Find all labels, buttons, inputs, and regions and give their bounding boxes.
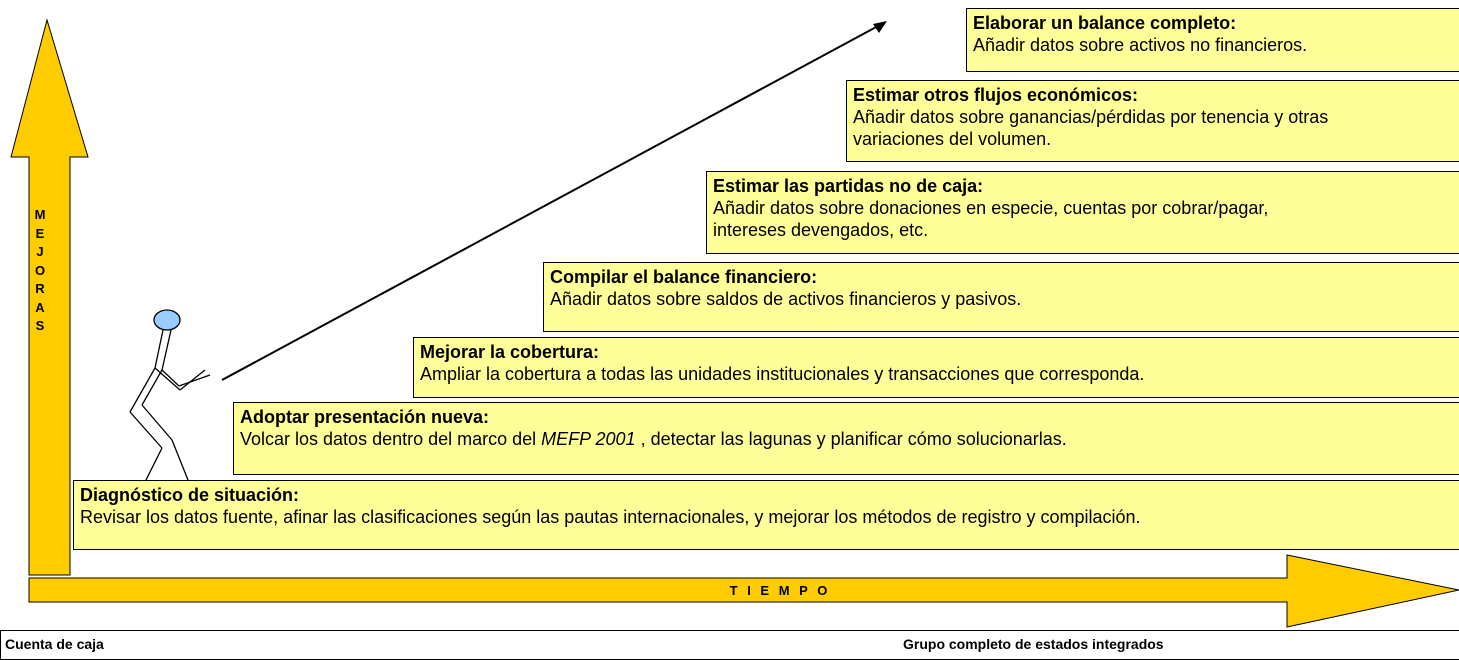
- vertical-axis-letter: R: [35, 281, 45, 296]
- step-body-text: , detectar las lagunas y planificar cómo…: [635, 429, 1067, 449]
- step-mejorar-cobertura: Mejorar la cobertura: Ampliar la cobertu…: [413, 337, 1459, 398]
- horizontal-axis-label: T I E M P O: [729, 583, 831, 598]
- step-body: Ampliar la cobertura a todas las unidade…: [420, 364, 1145, 384]
- footer-left-label: Cuenta de caja: [5, 636, 104, 652]
- progress-line: [221, 25, 879, 381]
- step-diagnostico: Diagnóstico de situación: Revisar los da…: [73, 480, 1459, 550]
- step-partidas-no-caja: Estimar las partidas no de caja: Añadir …: [706, 171, 1459, 254]
- step-body: Volcar los datos dentro del marco del ME…: [240, 428, 1459, 450]
- step-balance-completo: Elaborar un balance completo: Añadir dat…: [966, 8, 1459, 72]
- step-title: Elaborar un balance completo:: [973, 13, 1237, 33]
- step-body: Añadir datos sobre activos no financiero…: [973, 35, 1308, 55]
- step-body: Añadir datos sobre donaciones en especie…: [713, 198, 1269, 240]
- step-body: Añadir datos sobre saldos de activos fin…: [550, 289, 1022, 309]
- step-body: Revisar los datos fuente, afinar las cla…: [80, 507, 1141, 527]
- step-balance-financiero: Compilar el balance financiero: Añadir d…: [543, 262, 1459, 332]
- time-arrow: [28, 554, 1459, 628]
- progress-arrowhead: [873, 21, 887, 33]
- footer-bar: [0, 630, 1459, 660]
- vertical-axis-letter: J: [36, 244, 44, 259]
- vertical-axis-letter: S: [35, 318, 45, 333]
- step-adoptar-presentacion: Adoptar presentación nueva: Volcar los d…: [233, 402, 1459, 475]
- step-title: Diagnóstico de situación:: [80, 485, 300, 505]
- step-body-italic: MEFP 2001: [541, 429, 636, 449]
- step-title: Adoptar presentación nueva:: [240, 407, 490, 427]
- step-title: Estimar otros flujos económicos:: [853, 85, 1139, 105]
- footer-right-label: Grupo completo de estados integrados: [903, 636, 1164, 652]
- vertical-axis-letter: E: [35, 225, 45, 241]
- vertical-axis-letter: M: [34, 207, 46, 222]
- step-body: Añadir datos sobre ganancias/pérdidas po…: [853, 107, 1329, 149]
- step-title: Estimar las partidas no de caja:: [713, 176, 984, 196]
- stick-figure: [129, 309, 211, 481]
- improvement-arrow: [10, 18, 89, 576]
- step-title: Compilar el balance financiero:: [550, 267, 818, 287]
- vertical-axis-letter: A: [35, 299, 45, 315]
- step-body-text: Volcar los datos dentro del marco del: [240, 429, 542, 449]
- vertical-axis-letter: O: [34, 262, 46, 278]
- step-title: Mejorar la cobertura:: [420, 342, 600, 362]
- step-otros-flujos: Estimar otros flujos económicos: Añadir …: [846, 80, 1459, 162]
